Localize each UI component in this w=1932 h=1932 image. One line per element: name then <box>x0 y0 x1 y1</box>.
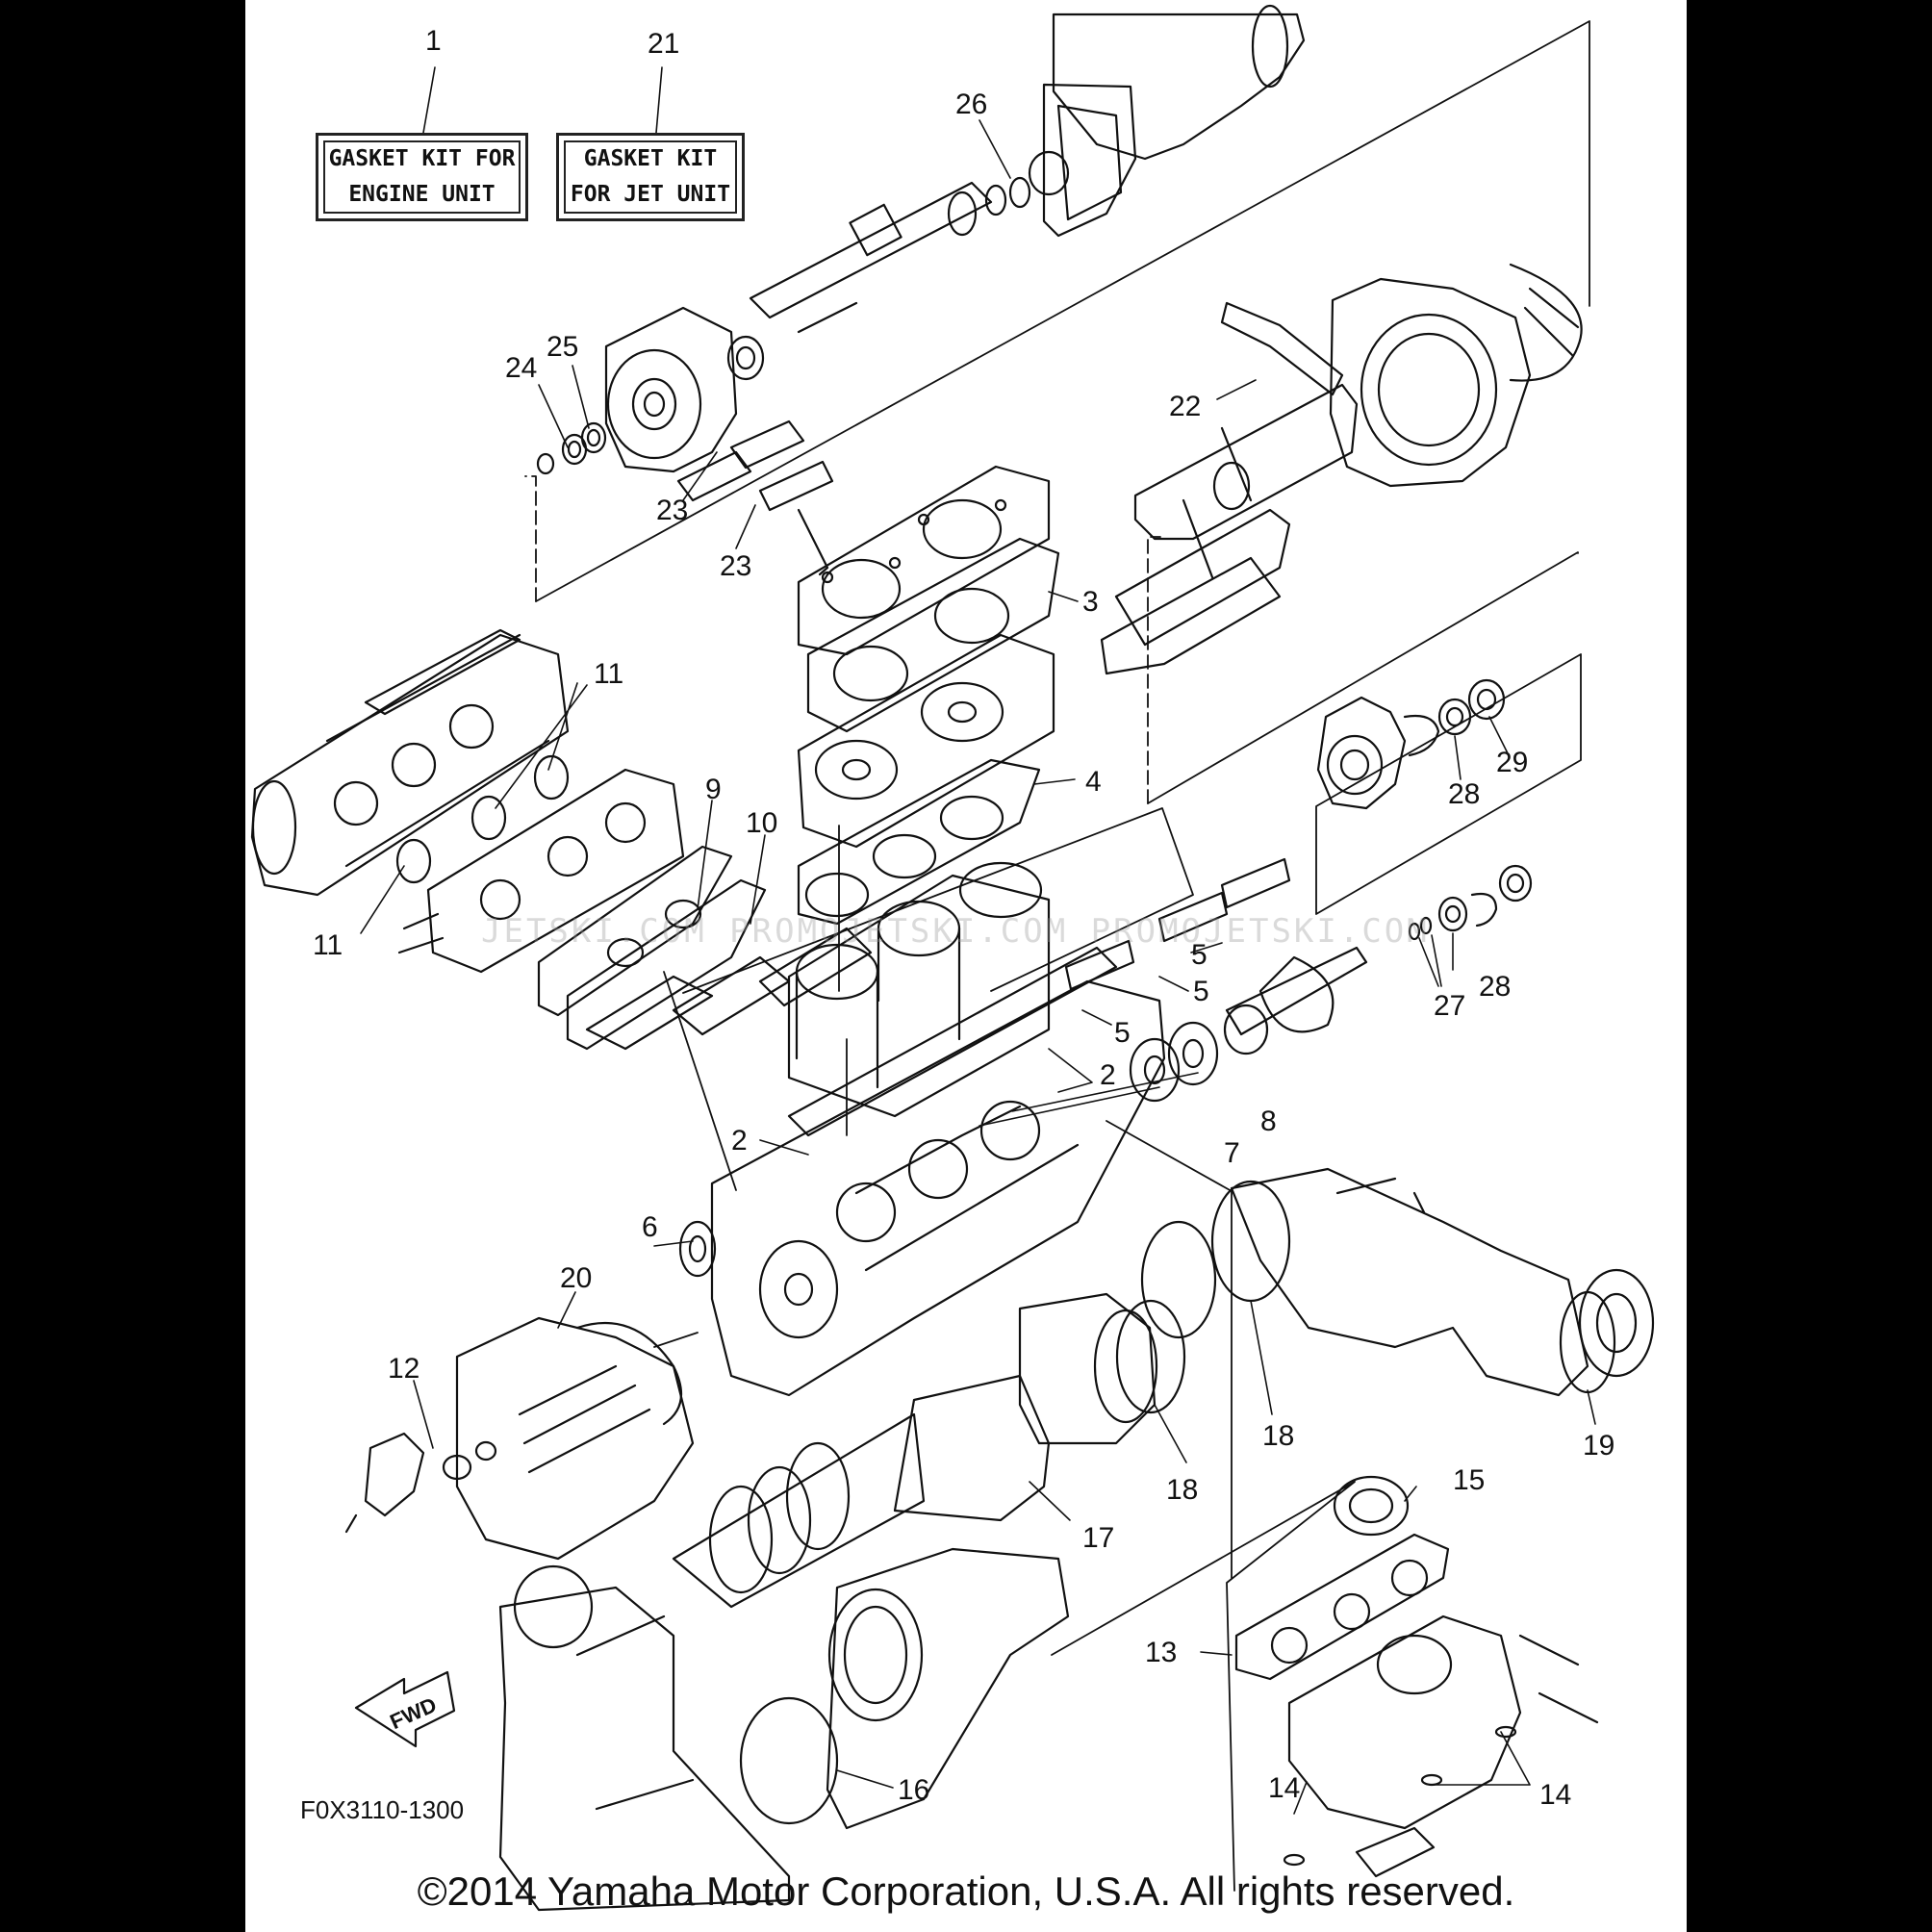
intake-grate <box>1100 301 1359 675</box>
callout-23a: 23 <box>656 495 688 526</box>
gasket-13 <box>1234 1533 1450 1681</box>
carburetors <box>397 768 685 974</box>
o-rings-11 <box>395 754 570 884</box>
callout-19: 19 <box>1583 1430 1614 1462</box>
callout-12: 12 <box>388 1353 419 1385</box>
callout-20: 20 <box>560 1262 592 1294</box>
gasket-16 <box>739 1696 839 1825</box>
callout-28b: 28 <box>1479 971 1511 1003</box>
callout-18a: 18 <box>1262 1420 1294 1452</box>
callout-10: 10 <box>746 807 777 839</box>
fwd-arrow <box>354 1670 456 1748</box>
exhaust-outlet <box>826 1547 1070 1830</box>
engine-kit-line1: GASKET KIT FOR <box>328 146 516 171</box>
exhaust-hose-17 <box>672 1374 1051 1609</box>
diagram-sheet <box>245 0 1687 1932</box>
callout-28a: 28 <box>1448 778 1480 810</box>
head-gasket-3 <box>806 537 1060 733</box>
callout-3: 3 <box>1082 586 1099 618</box>
gaskets-9-10 <box>537 845 767 1051</box>
callout-labels: 1 21 26 24 25 22 23 23 3 11 11 9 10 4 29… <box>313 25 1614 1811</box>
exhaust-manifold <box>1283 1614 1599 1878</box>
callout-14b: 14 <box>1539 1779 1571 1811</box>
callout-14a: 14 <box>1268 1772 1300 1804</box>
callout-2a: 2 <box>1100 1059 1116 1091</box>
cylinder-head <box>797 465 1051 656</box>
callout-11a: 11 <box>594 658 623 690</box>
exhaust-pipe-upper <box>1230 1167 1655 1397</box>
callout-27: 27 <box>1434 990 1465 1022</box>
drive-shaft <box>726 176 1031 381</box>
jet-kit-line1: GASKET KIT <box>583 146 718 171</box>
magneto-cover <box>455 1316 695 1561</box>
water-box <box>498 1564 791 1912</box>
callout-21: 21 <box>648 28 679 60</box>
callout-24: 24 <box>505 352 537 384</box>
assembly-lines <box>524 20 1590 1892</box>
watermark: JETSKI.COM PROMOJETSKI.COM PROMOJETSKI.C… <box>481 912 1430 951</box>
callout-2b: 2 <box>731 1125 748 1157</box>
callout-9: 9 <box>705 774 722 805</box>
gasket-kit-jet-box: GASKET KIT FOR JET UNIT <box>556 133 745 221</box>
callout-7: 7 <box>1224 1137 1240 1169</box>
oil-seal-6 <box>678 1220 717 1278</box>
leader-lines <box>360 66 1596 1815</box>
callout-26: 26 <box>955 89 987 120</box>
callout-15: 15 <box>1453 1464 1485 1496</box>
callout-11b: 11 <box>313 929 343 961</box>
cylinder-gasket-4 <box>797 758 1041 926</box>
callout-5b: 5 <box>1193 976 1209 1007</box>
seals-24-25 <box>536 421 607 475</box>
gaskets-18 <box>1115 1180 1291 1414</box>
seals-7-8 <box>1129 1021 1219 1103</box>
small-gaskets-23 <box>676 419 834 576</box>
callout-16: 16 <box>898 1774 929 1806</box>
coupler-assembly <box>1316 678 1506 810</box>
jet-kit-line2: FOR JET UNIT <box>570 182 731 207</box>
callout-23b: 23 <box>720 550 751 582</box>
callout-5a: 5 <box>1191 939 1208 971</box>
muffler <box>1018 1292 1158 1445</box>
callout-1: 1 <box>425 25 442 57</box>
figure-code: F0X3110-1300 <box>300 1795 465 1824</box>
callout-22: 22 <box>1169 391 1201 422</box>
callout-6: 6 <box>642 1211 658 1243</box>
gasket-kit-engine-box: GASKET KIT FOR ENGINE UNIT <box>316 133 528 221</box>
pump-12 <box>344 1432 497 1534</box>
shaft-27-28 <box>1223 864 1533 1055</box>
callout-5c: 5 <box>1114 1017 1131 1049</box>
callout-17: 17 <box>1082 1522 1114 1554</box>
callout-18b: 18 <box>1166 1474 1198 1506</box>
fwd-label: FWD <box>386 1692 440 1734</box>
reed-gaskets-5 <box>1064 857 1291 991</box>
bearing-housing <box>604 306 738 473</box>
cylinder-block-upper <box>797 633 1055 849</box>
callout-29: 29 <box>1496 747 1528 778</box>
callout-25: 25 <box>547 331 578 363</box>
engine-kit-line2: ENGINE UNIT <box>348 182 496 207</box>
gasket-15 <box>1333 1475 1410 1537</box>
pump-housing <box>1329 263 1583 488</box>
gasket-19 <box>1559 1290 1616 1394</box>
callout-13: 13 <box>1145 1637 1177 1668</box>
exhaust-chamber <box>250 628 570 897</box>
callout-4: 4 <box>1085 766 1102 798</box>
crankcase <box>710 946 1166 1397</box>
copyright-notice: ©2014 Yamaha Motor Corporation, U.S.A. A… <box>417 1868 1515 1914</box>
jet-nozzle-housing <box>1028 4 1306 238</box>
reed-valves <box>585 927 873 1051</box>
callout-8: 8 <box>1260 1106 1277 1137</box>
cylinders <box>787 861 1051 1118</box>
